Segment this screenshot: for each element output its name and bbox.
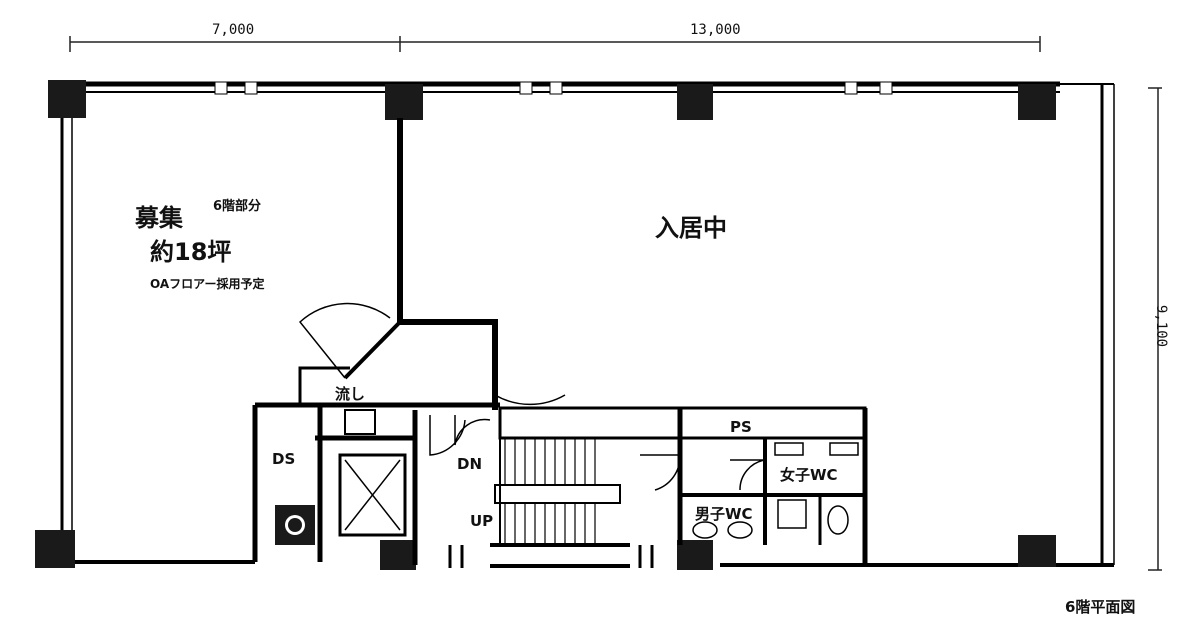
- vacant-floor-part: 6階部分: [213, 199, 262, 214]
- floor-plan-caption: 6階平面図: [1065, 598, 1136, 616]
- duct-space-label: DS: [272, 450, 296, 468]
- toilet-fixtures: [692, 442, 859, 539]
- womens-wc-label: 女子WC: [780, 466, 838, 484]
- top-dimension-line: [69, 36, 1041, 52]
- right-dimension-line: [1148, 87, 1162, 571]
- stair-up-label: UP: [470, 512, 494, 530]
- service-core: [252, 366, 868, 568]
- door-swings: [298, 302, 766, 491]
- window-marks: [214, 81, 893, 95]
- sink-label: 流し: [335, 385, 366, 403]
- pipe-space-label: PS: [730, 418, 752, 436]
- stair-down-label: DN: [457, 455, 483, 473]
- vacant-title: 募集: [135, 204, 183, 232]
- staircase: [494, 438, 621, 545]
- dimension-label-9100: 9,100: [1153, 304, 1170, 348]
- structural-columns: [35, 80, 1056, 570]
- mens-wc-label: 男子WC: [695, 505, 753, 523]
- dimension-label-13000: 13,000: [690, 22, 741, 38]
- exterior-wall: [48, 81, 1115, 567]
- occupied-label: 入居中: [655, 214, 727, 242]
- partition-wall: [343, 118, 498, 410]
- vacant-area: 約18坪: [150, 238, 232, 266]
- vacant-note: OAフロアー採用予定: [150, 277, 265, 291]
- dimension-label-7000: 7,000: [212, 22, 255, 38]
